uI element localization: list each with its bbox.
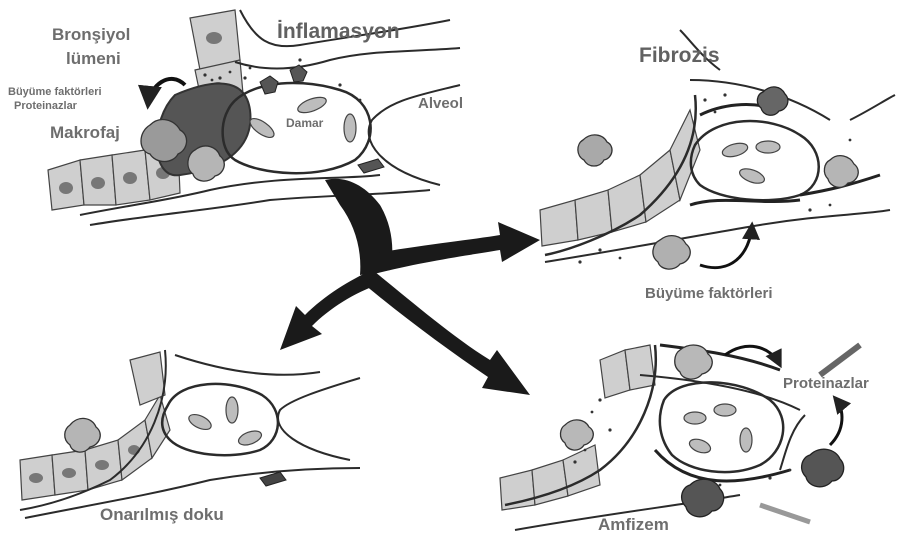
arrow-to-emphysema-icon bbox=[365, 272, 530, 395]
vessel-outline bbox=[660, 382, 783, 472]
alveolus-label: Alveol bbox=[418, 96, 463, 113]
central-arrows bbox=[280, 179, 540, 395]
emphysema-label: Amfizem bbox=[598, 516, 669, 535]
macrophage-label: Makrofaj bbox=[50, 124, 120, 143]
proteinases-label-top: Proteinazlar bbox=[14, 100, 77, 112]
emphysema-panel bbox=[500, 345, 860, 530]
repaired-panel bbox=[20, 350, 360, 518]
vessel-outline bbox=[691, 121, 819, 200]
proteinases-label-right: Proteinazlar bbox=[783, 376, 869, 393]
repaired-tissue-label: Onarılmış doku bbox=[100, 506, 224, 525]
bronchiole-lumen-label-line1: Bronşiyol bbox=[52, 26, 130, 45]
growth-factors-label-top: Büyüme faktörleri bbox=[8, 86, 102, 98]
growth-factors-label-right: Büyüme faktörleri bbox=[645, 286, 773, 303]
vessel-outline bbox=[162, 384, 278, 455]
vessel-label: Damar bbox=[286, 117, 323, 130]
fibrosis-title: Fibrozis bbox=[639, 44, 720, 67]
bronchiole-lumen-label-line2: lümeni bbox=[66, 50, 121, 69]
inflammation-title: İnflamasyon bbox=[277, 20, 400, 43]
curved-arrow-icon bbox=[830, 398, 842, 445]
